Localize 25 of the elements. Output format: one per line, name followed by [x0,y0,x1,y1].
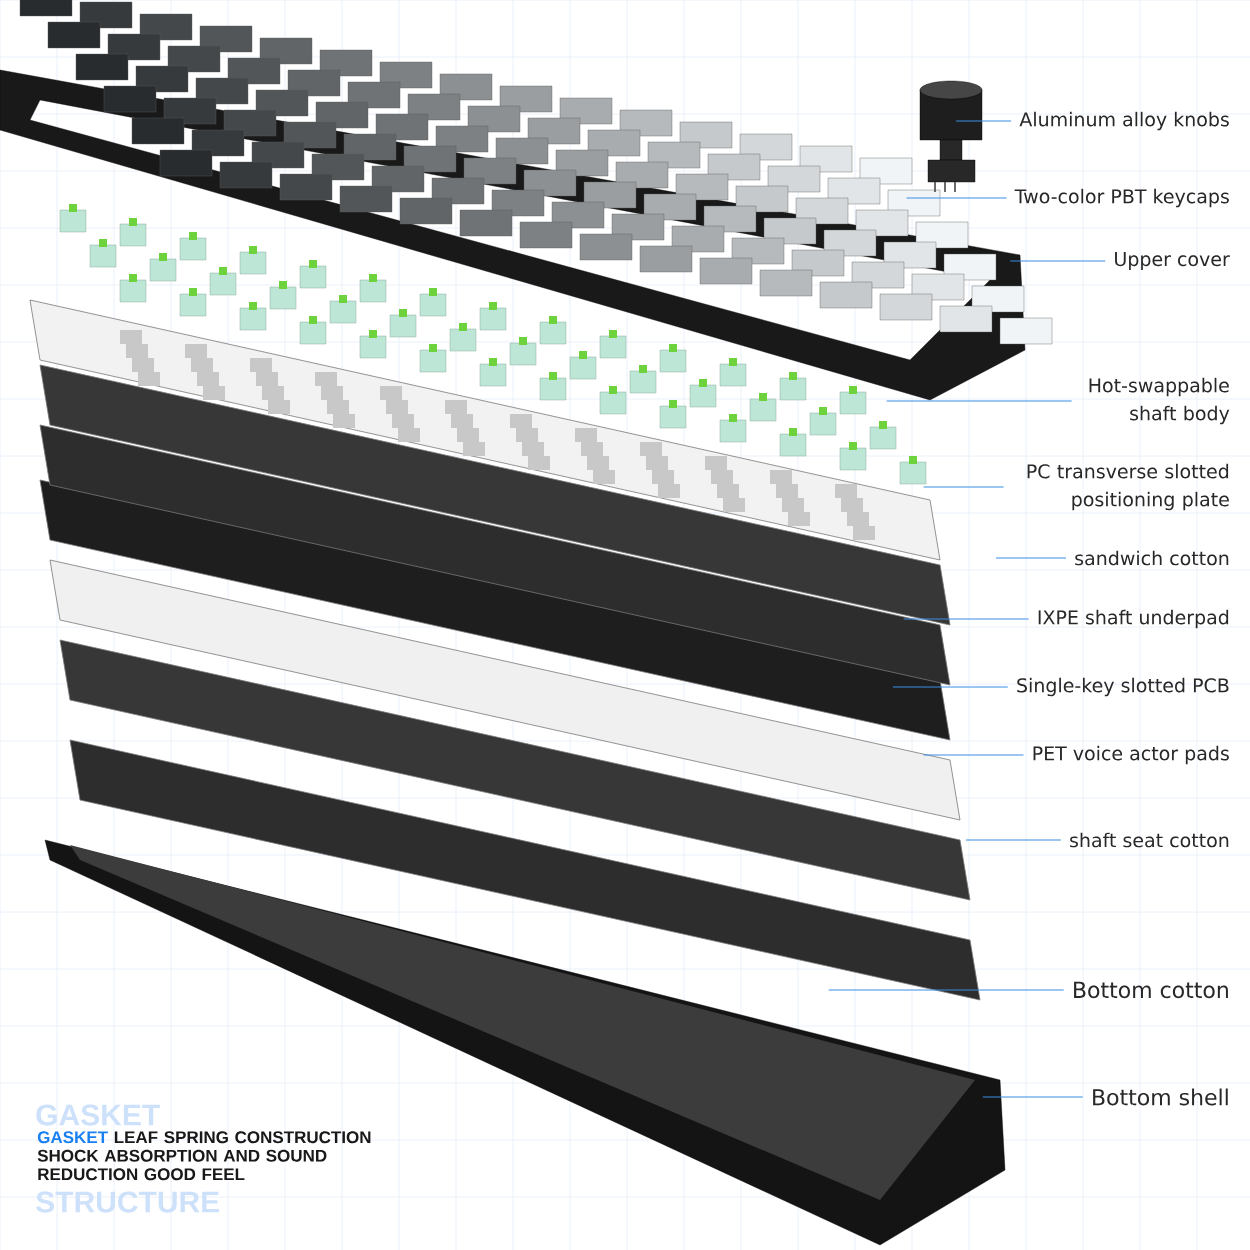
part-label: Aluminum alloy knobs [1019,111,1229,131]
part-label: PET voice actor pads [1033,745,1229,765]
part-label: Two-color PBT keycaps [1014,188,1229,208]
part-label: sandwich cotton [1075,550,1229,566]
leader-line [955,120,1012,122]
part-label: Bottom cotton [1074,981,1228,999]
leader-line [995,557,1067,559]
leader-line [982,1096,1084,1098]
part-label: shaft seat cotton [1070,832,1229,848]
leader-line [886,400,1073,402]
part-label: PC transverse slotted positioning plate [1027,463,1229,511]
leader-line [1009,260,1106,262]
part-label: Single-key slotted PCB [1017,677,1229,697]
leader-line [903,618,1030,620]
part-label: Hot-swappable shaft body [1089,377,1230,425]
leader-line [892,686,1009,688]
part-label: IXPE shaft underpad [1038,609,1229,629]
leader-line [923,754,1024,756]
description-text: GASKET LEAF SPRING CONSTRUCTION SHOCK ABSORPTION AND SOUND REDUCTION GOOD FEEL [37,1131,371,1181]
leader-line [906,197,1007,199]
part-label: Bottom shell [1093,1088,1228,1106]
part-label: Upper cover [1115,252,1230,270]
leader-line [965,839,1062,841]
leader-line [923,486,1005,488]
leader-line [828,989,1065,991]
